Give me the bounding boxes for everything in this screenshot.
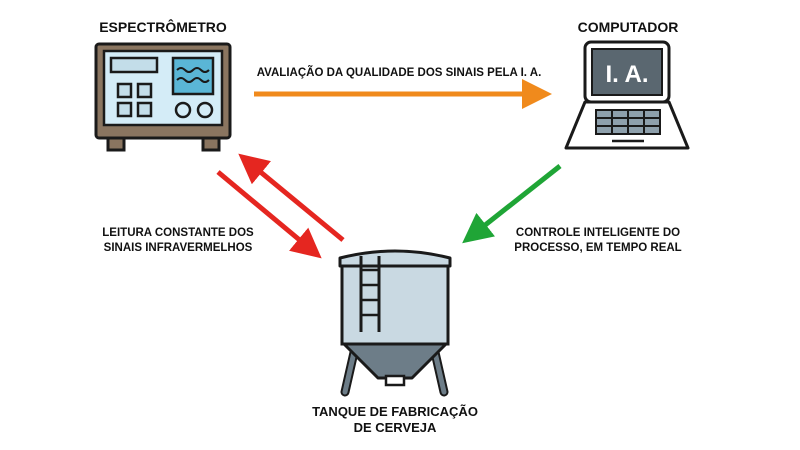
beer-tank-icon	[338, 249, 452, 397]
right-edge-label: CONTROLE INTELIGENTE DO PROCESSO, EM TEM…	[503, 226, 693, 256]
right-edge-label-line1: CONTROLE INTELIGENTE DO	[515, 227, 681, 239]
tank-label-line1: TANQUE DE FABRICAÇÃO	[312, 404, 478, 419]
laptop-icon: I. A.	[564, 40, 690, 150]
computer-label: COMPUTADOR	[577, 19, 679, 35]
left-edge-label: LEITURA CONSTANTE DOS SINAIS INFRAVERMEL…	[93, 226, 263, 256]
spectrometer-icon	[94, 42, 232, 152]
right-arrow	[462, 164, 562, 244]
right-edge-label-line2: PROCESSO, EM TEMPO REAL	[514, 242, 682, 254]
tank-label: TANQUE DE FABRICAÇÃO DE CERVEJA	[290, 404, 500, 436]
left-arrow-up	[238, 153, 345, 242]
top-edge-label: AVALIAÇÃO DA QUALIDADE DOS SINAIS PELA I…	[256, 67, 542, 79]
laptop-screen-text: I. A.	[605, 61, 648, 88]
spectrometer-label: ESPECTRÔMETRO	[99, 19, 227, 35]
left-edge-label-line1: LEITURA CONSTANTE DOS	[102, 227, 254, 239]
left-edge-label-line2: SINAIS INFRAVERMELHOS	[103, 242, 253, 254]
left-arrow-down	[216, 170, 322, 259]
tank-label-line2: DE CERVEJA	[353, 420, 437, 435]
